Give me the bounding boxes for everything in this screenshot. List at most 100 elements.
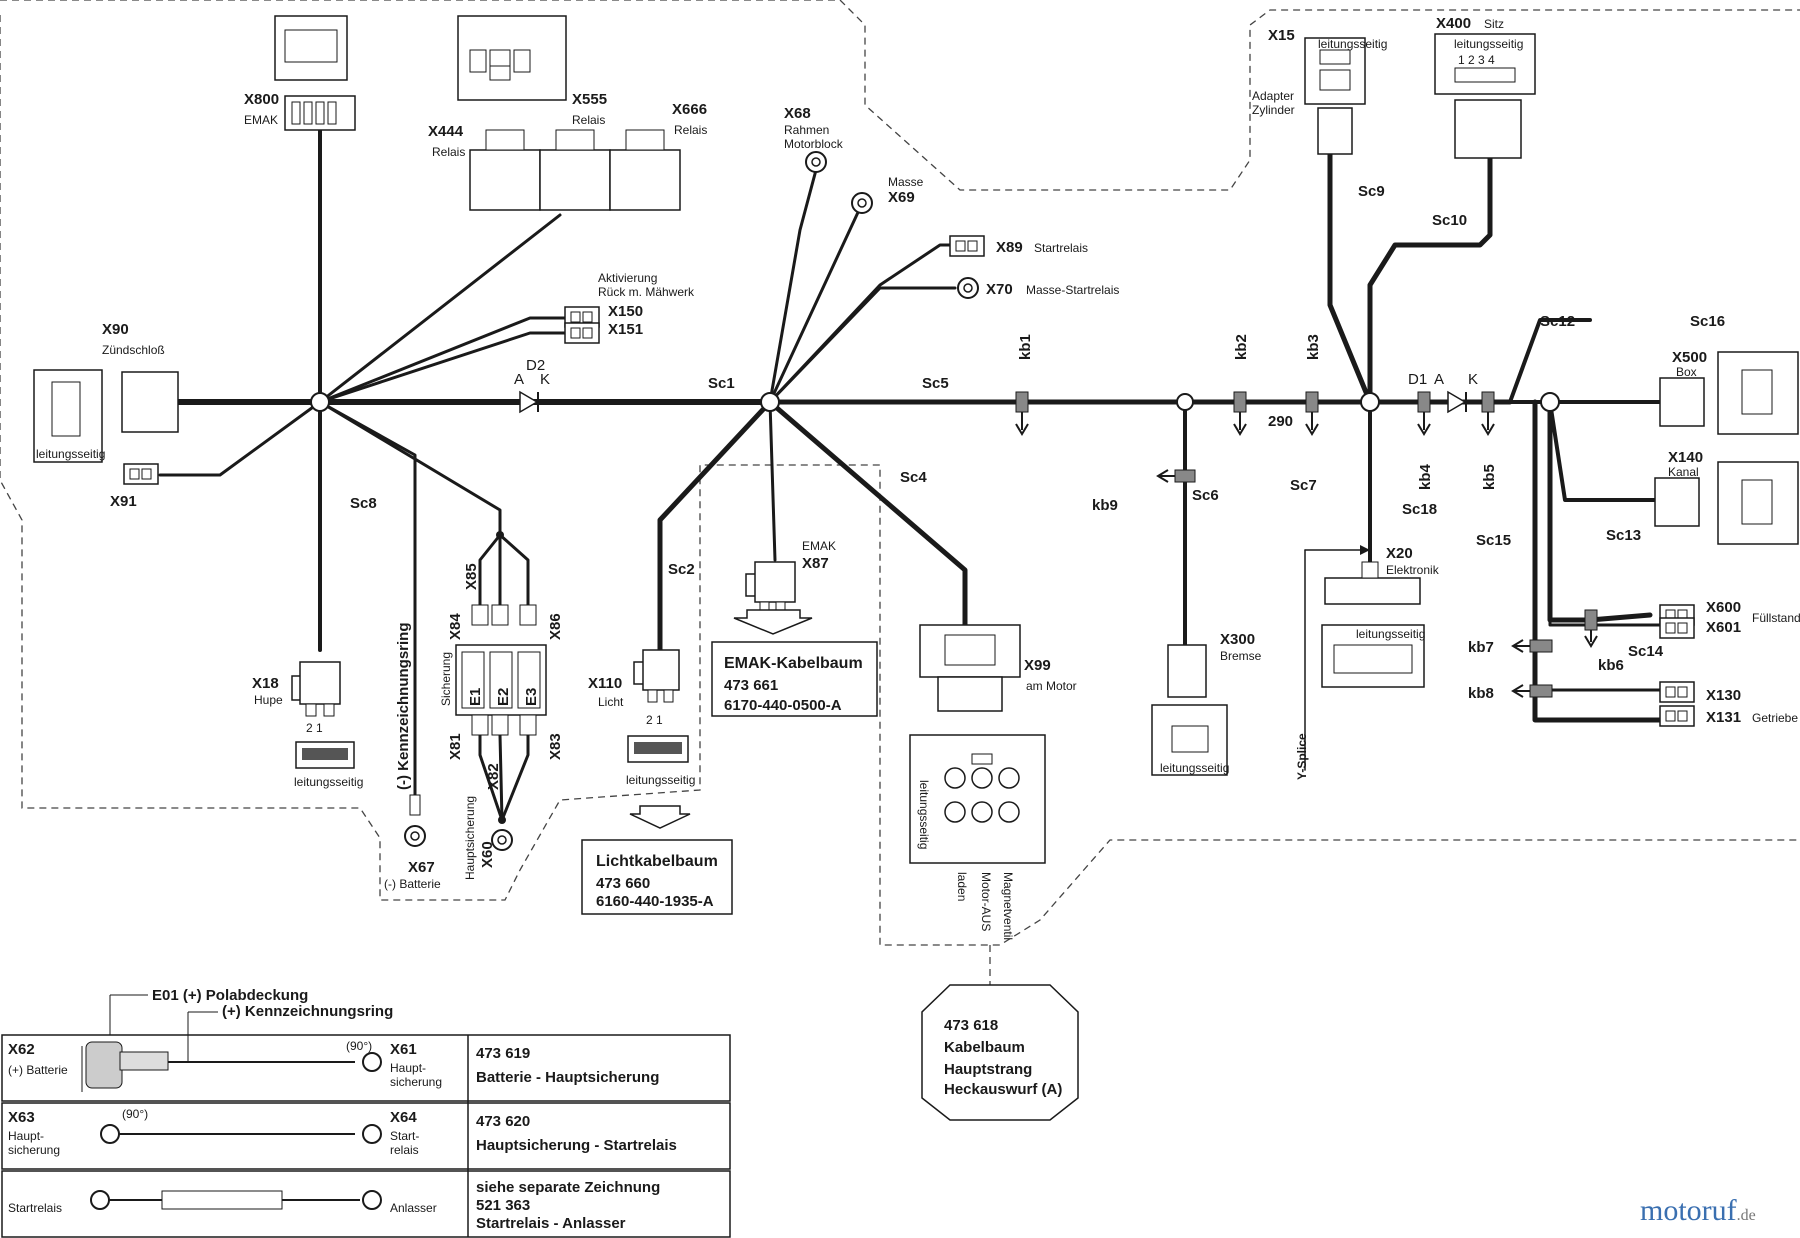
splice-nodes [310, 392, 1560, 824]
x99-pin-magnet: Magnetventil [1001, 872, 1015, 940]
clip-kb6 [1584, 609, 1598, 648]
x110-label: X110 [588, 675, 622, 692]
label-kb5: kb5 [1481, 464, 1498, 490]
x62-desc: (+) Batterie [8, 1063, 68, 1077]
x68-desc1: Rahmen [784, 123, 829, 137]
x69-desc: Masse [888, 175, 924, 189]
x666-label: X666 [672, 101, 707, 118]
x150-desc1: Aktivierung [598, 271, 657, 285]
main-l2: Hauptstrang [944, 1061, 1032, 1078]
x400-label: X400 [1436, 15, 1471, 32]
clip-kb9 [1156, 469, 1196, 483]
cable1-num: 473 619 [476, 1045, 530, 1062]
x555-label: X555 [572, 91, 607, 108]
x500-label: X500 [1672, 349, 1707, 366]
x444-label: X444 [428, 123, 464, 140]
x800-connector [274, 15, 356, 131]
x67-desc: (-) Batterie [384, 877, 441, 891]
wire-x83 [500, 733, 530, 822]
x131-plug [1659, 705, 1695, 727]
x62-label: X62 [8, 1041, 35, 1058]
wire-sc9 [1327, 142, 1373, 405]
x90-label: X90 [102, 321, 129, 338]
splice-node [760, 392, 780, 412]
licht-ref-box [581, 839, 733, 915]
emak-ref-box [711, 641, 878, 717]
licht-arrow [629, 805, 691, 829]
main-l3: Heckauswurf (A) [944, 1081, 1062, 1098]
x140-channel-connector [1654, 461, 1799, 545]
fuse-e2: E2 [495, 688, 512, 706]
x83-label: X83 [547, 733, 564, 760]
x89-plug [949, 235, 985, 257]
x300-side: leitungsseitig [1160, 761, 1229, 775]
cable3-l1: siehe separate Zeichnung [476, 1179, 660, 1196]
label-sc4: Sc4 [900, 469, 927, 486]
x67-label: X67 [408, 859, 435, 876]
main-l1: Kabelbaum [944, 1039, 1025, 1056]
x800-desc: EMAK [244, 113, 278, 127]
x87-desc: EMAK [802, 539, 836, 553]
cable3-l2: 521 363 [476, 1197, 530, 1214]
wire-x68 [768, 168, 818, 404]
wire-x69 [768, 206, 862, 404]
splice-node [496, 531, 504, 539]
x500-box-connector [1659, 351, 1799, 435]
e01-label: E01 (+) Polabdeckung [152, 987, 308, 1004]
x15-desc2: Zylinder [1252, 103, 1295, 117]
wire-relais [318, 213, 562, 404]
label-kb2: kb2 [1233, 334, 1250, 360]
x400-seat-connector [1434, 33, 1536, 159]
wire-x601 [1548, 400, 1662, 627]
x99-desc: am Motor [1026, 679, 1077, 693]
label-sc16: Sc16 [1690, 313, 1725, 330]
d2-kathode: K [540, 371, 550, 388]
wire-fusebox [318, 400, 502, 537]
x20-side: leitungsseitig [1356, 627, 1425, 641]
x110-desc: Licht [598, 695, 624, 709]
label-sc1: Sc1 [708, 375, 735, 392]
x18-label: X18 [252, 675, 279, 692]
diode-d1-symbol [1447, 390, 1467, 414]
x20-label: X20 [1386, 545, 1413, 562]
emak-title: EMAK-Kabelbaum [724, 655, 863, 672]
label-sc9: Sc9 [1358, 183, 1385, 200]
d2-anode: A [514, 371, 524, 388]
clip-kb2 [1233, 391, 1247, 436]
x130-label: X130 [1706, 687, 1741, 704]
label-sc12: Sc12 [1540, 313, 1575, 330]
licht-title: Lichtkabelbaum [596, 853, 718, 870]
x91-plug [123, 463, 159, 485]
x15-label: X15 [1268, 27, 1295, 44]
cable3-right: Anlasser [390, 1201, 437, 1215]
label-kb7: kb7 [1468, 639, 1494, 656]
x63-desc1: Haupt- [8, 1129, 44, 1143]
label-kb8: kb8 [1468, 685, 1494, 702]
d1-anode: A [1434, 371, 1444, 388]
clip-kb5 [1481, 391, 1495, 436]
label-sc13: Sc13 [1606, 527, 1641, 544]
x61-desc1: Haupt- [390, 1061, 426, 1075]
wire-sc2 [657, 399, 773, 653]
label-kb1: kb1 [1017, 334, 1034, 360]
splice-node [1540, 392, 1560, 412]
x82-label: X82 [485, 763, 502, 790]
x70-label: X70 [986, 281, 1013, 298]
label-kb6: kb6 [1598, 657, 1624, 674]
wire-sc15 [1532, 399, 1663, 723]
x64-label: X64 [390, 1109, 417, 1126]
x67-ring-label: (-) Kennzeichnungsring [395, 623, 412, 791]
emak-code: 6170-440-0500-A [724, 697, 842, 714]
x64-desc1: Start- [390, 1129, 419, 1143]
label-sc10: Sc10 [1432, 212, 1467, 229]
cable1-desc: Batterie - Hauptsicherung [476, 1069, 659, 1086]
x131-desc: Getriebe [1752, 711, 1798, 725]
x300-desc: Bremse [1220, 649, 1262, 663]
fuse-box [455, 604, 547, 736]
label-sc7: Sc7 [1290, 477, 1317, 494]
x601-label: X601 [1706, 619, 1741, 636]
emak-arrow [733, 609, 813, 635]
x87-label: X87 [802, 555, 829, 572]
x18-horn-connector [291, 661, 355, 769]
